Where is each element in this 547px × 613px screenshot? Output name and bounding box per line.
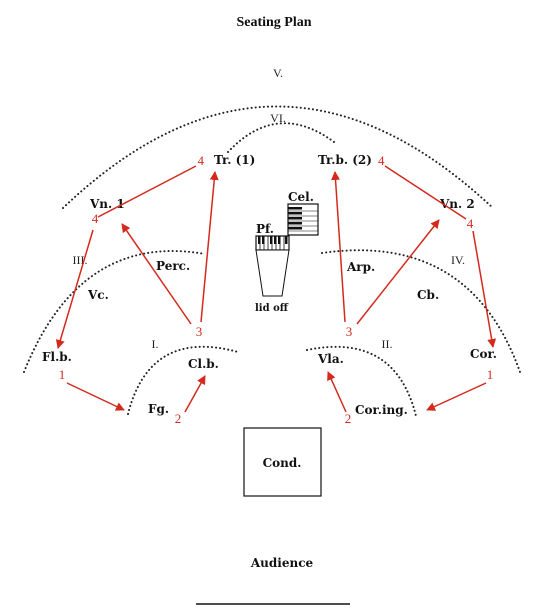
order-number-violin-2: 4 — [467, 216, 474, 231]
instrument-contrabass: Cb. — [417, 288, 439, 302]
arrow-right3-to-vn2 — [356, 219, 440, 325]
section-label-i: I. — [152, 337, 159, 351]
arrow-flb-to-fg — [66, 382, 125, 411]
order-number-left-3: 3 — [196, 324, 203, 339]
arc-section-iii — [23, 250, 206, 373]
line-trb-to-vn2 — [384, 165, 467, 220]
arc-section-ii — [306, 345, 417, 417]
instrument-percussion: Perc. — [156, 259, 190, 273]
instrument-bass-clarinet: Cl.b. — [188, 357, 219, 371]
instrument-celesta: Cel. — [288, 190, 314, 204]
conductor-box — [243, 427, 322, 497]
arrow-left3-to-vn1 — [121, 223, 192, 325]
order-number-right-3: 3 — [346, 324, 353, 339]
page-title: Seating Plan — [236, 15, 311, 30]
instrument-conductor: Cond. — [263, 456, 302, 470]
arrow-cor-to-coring — [426, 382, 487, 411]
instrument-horn: Cor. — [470, 347, 497, 361]
arrow-vn1-to-flb — [55, 229, 94, 349]
order-number-trumpet: 4 — [198, 153, 205, 168]
arrow-right3-to-trb — [331, 171, 346, 323]
arc-section-iv — [321, 249, 521, 373]
instrument-bass-trumpet: Tr.b. (2) — [318, 153, 372, 167]
order-number-horn: 1 — [487, 367, 494, 382]
instrument-violin-1: Vn. 1 — [89, 197, 125, 211]
piano-icon — [255, 235, 290, 297]
arrow-left3-to-tr — [200, 171, 219, 323]
instrument-cello: Vc. — [87, 288, 109, 302]
instrument-piano: Pf. — [256, 222, 274, 236]
arc-section-v — [62, 105, 494, 209]
entry-arrows — [55, 165, 497, 413]
instrument-bass-flute: Fl.b. — [42, 350, 72, 364]
instrument-bassoon: Fg. — [148, 402, 169, 416]
instrument-viola: Vla. — [317, 352, 344, 366]
arc-section-i — [127, 345, 239, 415]
instrument-english-horn: Cor.ing. — [355, 403, 408, 417]
section-label-v: V. — [273, 66, 283, 80]
arrow-coring-to-vla — [327, 371, 347, 413]
order-number-english-horn: 2 — [345, 411, 352, 426]
arrow-fg-to-clb — [184, 375, 206, 413]
arrow-vn2-to-cor — [472, 230, 497, 348]
section-label-iv: IV. — [451, 253, 465, 267]
line-tr-to-vn1 — [97, 165, 197, 218]
arc-section-vi — [227, 122, 335, 153]
order-number-bass-trumpet: 4 — [378, 153, 385, 168]
section-label-vi: VI. — [270, 111, 286, 125]
instrument-trumpet: Tr. (1) — [214, 153, 255, 167]
order-number-bass-flute: 1 — [59, 367, 66, 382]
order-number-violin-1: 4 — [92, 211, 99, 226]
piano-lid-note: lid off — [255, 303, 289, 314]
section-label-ii: II. — [382, 337, 393, 351]
order-number-bassoon: 2 — [175, 411, 182, 426]
audience-label: Audience — [250, 556, 314, 570]
celesta-keyboard-icon — [287, 203, 319, 236]
instrument-harp: Arp. — [346, 260, 375, 274]
